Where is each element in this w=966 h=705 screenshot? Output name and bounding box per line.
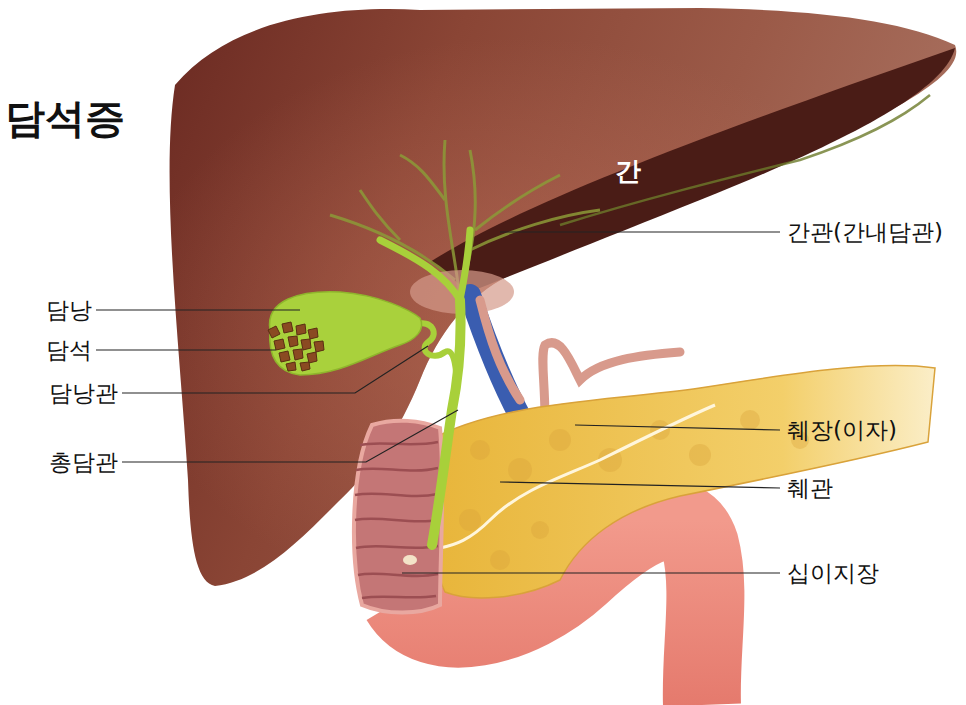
leader-lines (96, 232, 780, 573)
part-label: 췌관 (787, 475, 833, 501)
duodenum-folds (355, 442, 438, 598)
part-label: 총담관 (49, 449, 118, 475)
pancreatic-duct (440, 405, 715, 548)
part-label: 간관(간내담관) (787, 219, 943, 245)
intrahepatic-branches (330, 140, 600, 300)
liver-vessel (560, 95, 930, 225)
papilla (403, 555, 417, 565)
duodenum-open (354, 421, 442, 613)
gallstones (268, 322, 324, 371)
part-label: 췌장(이자) (787, 417, 897, 443)
diagram-title: 담석증 (5, 95, 125, 141)
part-label: 십이지장 (787, 560, 879, 586)
pancreas (428, 365, 935, 597)
pancreas-texture (459, 410, 809, 570)
part-label: 담낭 (46, 297, 92, 323)
liver-dark-lobe (430, 48, 955, 292)
part-label: 담석 (46, 337, 92, 363)
bile-ducts (380, 230, 470, 545)
part-label: 간 (615, 157, 641, 187)
part-label: 담낭관 (49, 380, 118, 406)
gallbladder (270, 292, 422, 375)
